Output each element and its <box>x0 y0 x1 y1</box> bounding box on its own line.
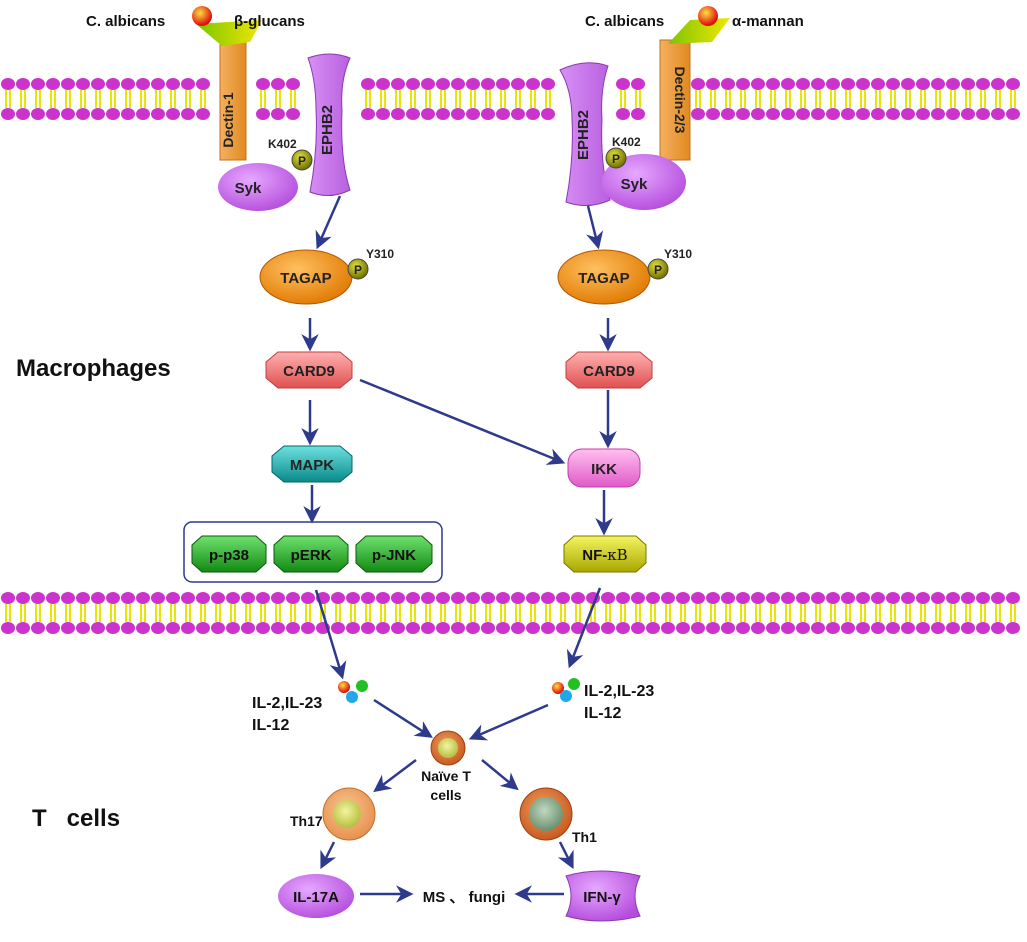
syk-label-left: Syk <box>235 180 262 197</box>
cell-membrane-bottom <box>1 592 1020 634</box>
p-jnk-label: p-JNK <box>372 547 416 564</box>
k402-label-left: K402 <box>268 137 297 151</box>
arrow-naive-to-th17 <box>373 759 417 793</box>
phospho-p-label-left: P <box>298 154 306 168</box>
tagap-label-right: TAGAP <box>578 270 629 287</box>
arrow-th1-to-ifng <box>557 841 574 870</box>
ephb2-label-left: EPHB2 <box>319 105 336 155</box>
ifn-gamma <box>565 870 641 922</box>
ifn-gamma-label: IFN-γ <box>583 889 621 906</box>
th1-label: Th1 <box>572 829 597 845</box>
th17-cell <box>322 787 376 841</box>
naive-t-cell <box>430 730 466 766</box>
naive-t-label-line2: cells <box>430 787 461 803</box>
perk-label: pERK <box>291 547 332 564</box>
phospho-k402-left <box>291 149 313 171</box>
ephb2-label-right: EPHB2 <box>575 110 592 160</box>
phospho-y310-p-left: P <box>354 263 362 277</box>
y310-label-right: Y310 <box>664 247 692 261</box>
c-albicans-label-left: C. albicans <box>86 13 165 30</box>
arrow-nfkb-to-cytokines <box>566 587 602 669</box>
tagap-right <box>557 249 651 305</box>
cytokines-left-line1: IL-2,IL-23 <box>252 695 322 712</box>
arrow-cytokines-left-to-naive-t <box>373 698 433 738</box>
c-albicans-label-right: C. albicans <box>585 13 664 30</box>
arrow-ephb2-to-tagap-left <box>315 195 342 250</box>
c-albicans-particle-right <box>698 6 718 26</box>
ms-fungi-label: MS 、 fungi <box>423 889 506 906</box>
t-cells-label: T cells <box>32 805 120 832</box>
pathway-arrows <box>301 195 617 903</box>
tagap-label-left: TAGAP <box>280 270 331 287</box>
arrow-cytokines-right-to-naive-t <box>468 703 549 741</box>
alpha-mannan-receptor-funnel <box>668 18 730 44</box>
mapk-label: MAPK <box>290 457 334 474</box>
cytokines-right-line1: IL-2,IL-23 <box>584 683 654 700</box>
card9-label-right: CARD9 <box>583 363 635 380</box>
macrophages-label: Macrophages <box>16 355 171 382</box>
c-albicans-particle-left <box>192 6 212 26</box>
nf-kb-label: NF-κB <box>582 546 627 564</box>
beta-glucan-receptor-funnel <box>196 20 262 46</box>
cytokine-dots-right <box>552 678 580 702</box>
card9-label-left: CARD9 <box>283 363 335 380</box>
naive-t-label-line1: Naïve T <box>421 768 471 784</box>
cell-membrane-top <box>1 78 1020 120</box>
syk-right <box>602 154 686 210</box>
arrow-kinases-to-cytokines <box>314 589 347 680</box>
il-17a <box>278 874 354 918</box>
syk-label-right: Syk <box>621 176 648 193</box>
cytokines-left-line2: IL-12 <box>252 717 289 734</box>
phospho-y310-right <box>647 258 669 280</box>
dectin1-receptor: Dectin-1 <box>219 41 247 161</box>
arrow-ephb2-to-tagap-right <box>586 205 604 250</box>
k402-label-right: K402 <box>612 135 641 149</box>
arrow-card9-left-to-ikk <box>359 378 566 465</box>
mapk <box>271 445 353 483</box>
y310-label-left: Y310 <box>366 247 394 261</box>
phospho-p-label-right: P <box>612 152 620 166</box>
th17-label: Th17 <box>290 813 323 829</box>
dectin1-label: Dectin-1 <box>220 92 236 147</box>
cytokine-dots-left <box>338 680 368 703</box>
card9-left <box>265 351 353 389</box>
p-jnk <box>355 535 433 573</box>
il-17a-label: IL-17A <box>293 889 339 906</box>
dectin23-receptor: Dectin-2/3 <box>659 39 691 161</box>
phospho-y310-left <box>347 258 369 280</box>
phospho-k402-right <box>605 147 627 169</box>
dectin23-label: Dectin-2/3 <box>672 67 688 134</box>
arrow-naive-to-th1 <box>481 759 519 791</box>
syk-left <box>218 163 298 211</box>
cytokines-right-line2: IL-12 <box>584 705 621 722</box>
alpha-mannan-label: α-mannan <box>732 13 804 30</box>
ephb2-receptor-left: EPHB2 <box>307 53 351 196</box>
nf-kb <box>563 535 647 573</box>
card9-right <box>565 351 653 389</box>
phospho-y310-p-right: P <box>654 263 662 277</box>
beta-glucans-label: β-glucans <box>234 13 305 30</box>
p-p38 <box>191 535 267 573</box>
th1-cell <box>519 787 573 841</box>
perk <box>273 535 349 573</box>
ikk <box>567 448 641 488</box>
ephb2-receptor-right: EPHB2 <box>559 62 611 206</box>
arrow-th17-to-il17a <box>320 841 337 870</box>
p-p38-label: p-p38 <box>209 547 249 564</box>
ikk-label: IKK <box>591 461 617 478</box>
